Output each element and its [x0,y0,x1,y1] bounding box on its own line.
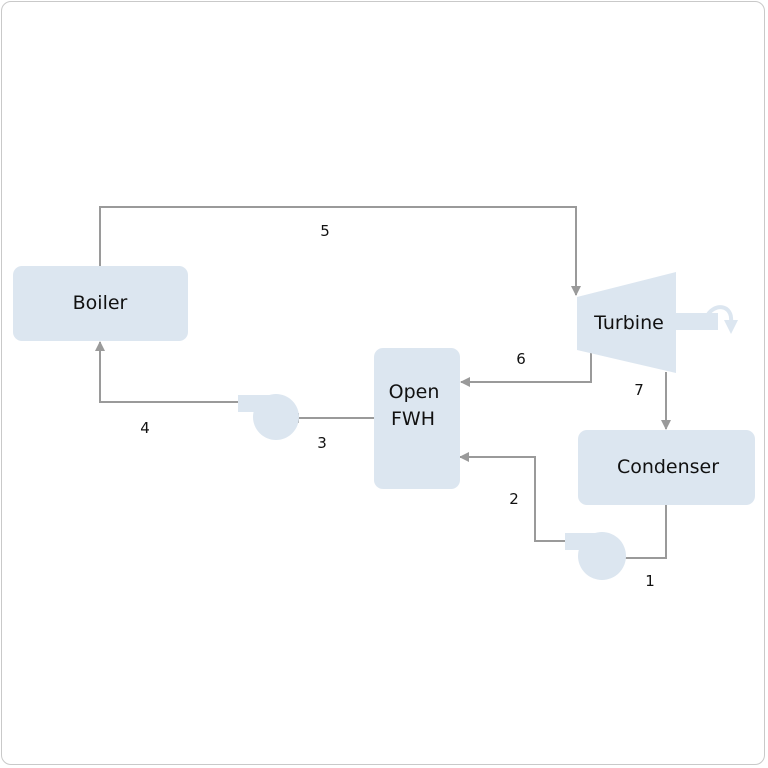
state-label-3: 3 [317,434,327,452]
line-5 [99,206,581,296]
open-fwh-box [374,348,460,489]
pump-icon [238,394,299,440]
turbine-shaft [676,313,718,330]
line-2 [459,452,566,542]
state-label-2: 2 [509,490,519,508]
line-6 [460,352,592,387]
boiler-box [13,266,188,341]
state-label-4: 4 [140,419,150,437]
open-fwh-label-line1: Open [389,381,440,403]
boiler-label: Boiler [73,292,128,314]
condenser-box [578,430,755,505]
line-4 [95,341,238,403]
state-label-7: 7 [634,381,644,399]
turbine-label: Turbine [593,312,664,334]
open-fwh-label-line2: FWH [391,408,435,430]
turbine-body [577,272,676,373]
state-label-6: 6 [516,350,526,368]
condenser-label: Condenser [617,456,719,478]
shaft-rotation-icon [704,305,738,334]
pump-icon [565,532,626,580]
state-label-1: 1 [645,572,655,590]
state-label-5: 5 [320,222,330,240]
